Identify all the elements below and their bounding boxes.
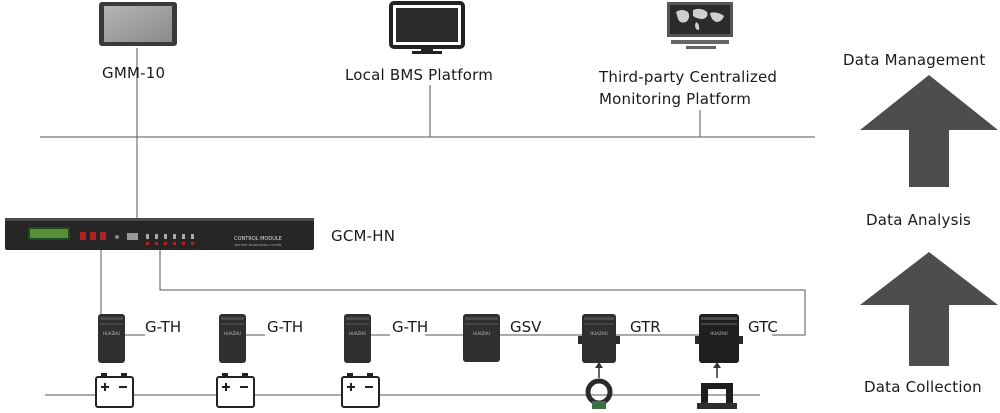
gmm-10-label: GMM-10 bbox=[102, 64, 166, 82]
device-brand-6: HUAZHU bbox=[710, 331, 727, 336]
device-brand-5: HUAZHU bbox=[590, 331, 607, 336]
device-modules: HUAZHU HUAZHU HUAZHU HUAZHU HUAZHU HUAZHU bbox=[98, 314, 743, 363]
faceplate-line-2: BATTERY MONITORING SYSTEM bbox=[235, 243, 282, 247]
battery-icon-1 bbox=[95, 373, 134, 408]
gcm-hn-label: GCM-HN bbox=[331, 227, 396, 245]
device-label-1: G-TH bbox=[145, 318, 182, 336]
device-brand-3: HUAZHU bbox=[349, 331, 366, 336]
device-module-1: HUAZHU bbox=[98, 314, 125, 363]
battery-icon-3 bbox=[341, 373, 380, 408]
device-label-3: G-TH bbox=[392, 318, 429, 336]
gmm-10-panel-icon bbox=[99, 2, 177, 46]
device-module-3: HUAZHU bbox=[344, 314, 371, 363]
world-map-monitor-icon bbox=[667, 2, 733, 49]
device-label-4: GSV bbox=[510, 318, 542, 336]
device-brand-4: HUAZHU bbox=[473, 331, 490, 336]
device-brand-1: HUAZHU bbox=[103, 331, 120, 336]
data-collection-label: Data Collection bbox=[864, 378, 982, 396]
monitor-icon bbox=[389, 1, 465, 54]
device-label-5: GTR bbox=[630, 318, 661, 336]
current-sensor-ring-icon bbox=[585, 362, 613, 409]
battery-icon-2 bbox=[216, 373, 255, 408]
third-party-line-1: Third-party Centralized bbox=[599, 68, 778, 86]
local-bms-platform-label: Local BMS Platform bbox=[345, 66, 494, 84]
batteries bbox=[95, 373, 380, 408]
device-module-5: HUAZHU bbox=[578, 314, 620, 363]
third-party-platform-label: Third-party Centralized Monitoring Platf… bbox=[599, 66, 777, 110]
device-module-6: HUAZHU bbox=[695, 314, 743, 363]
device-label-6: GTC bbox=[748, 318, 778, 336]
device-module-4: HUAZHU bbox=[463, 314, 500, 362]
data-analysis-label: Data Analysis bbox=[866, 211, 971, 229]
device-module-2: HUAZHU bbox=[219, 314, 246, 363]
data-management-label: Data Management bbox=[843, 51, 986, 69]
device-brand-2: HUAZHU bbox=[224, 331, 241, 336]
current-clamp-icon bbox=[697, 362, 737, 409]
faceplate-line-1: CONTROL MODULE bbox=[234, 236, 282, 242]
network-lines bbox=[40, 48, 815, 396]
gcm-hn-rack-unit bbox=[5, 218, 314, 250]
arrow-up-data-management bbox=[860, 75, 998, 187]
third-party-line-2: Monitoring Platform bbox=[599, 90, 752, 108]
arrow-up-data-analysis bbox=[860, 252, 998, 366]
device-label-2: G-TH bbox=[267, 318, 304, 336]
